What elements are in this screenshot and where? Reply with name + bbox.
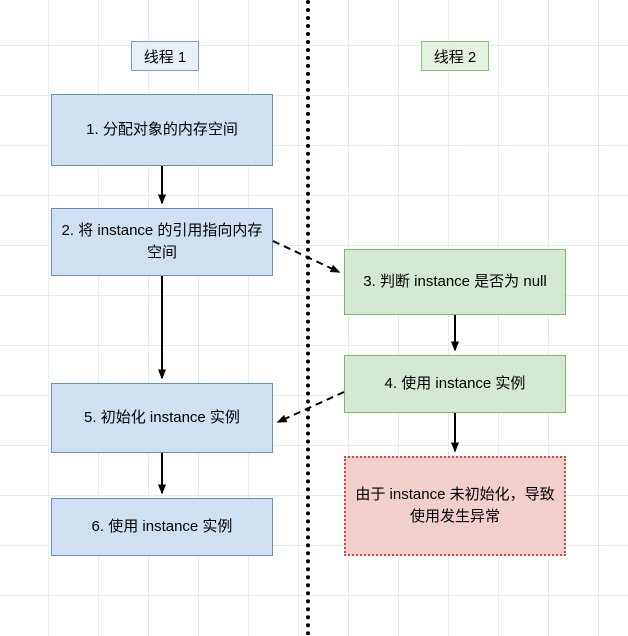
node-use-instance-thread1[interactable]: 6. 使用 instance 实例 xyxy=(51,498,273,556)
thread-divider-line xyxy=(306,0,310,636)
lane-title-thread-1: 线程 1 xyxy=(131,41,199,71)
node-point-reference-label: 2. 将 instance 的引用指向内存空间 xyxy=(61,222,263,261)
node-use-instance-thread2-label: 4. 使用 instance 实例 xyxy=(384,375,526,393)
node-initialize-instance-label: 5. 初始化 instance 实例 xyxy=(84,409,240,427)
node-use-instance-thread2[interactable]: 4. 使用 instance 实例 xyxy=(344,355,566,413)
node-exception[interactable]: 由于 instance 未初始化，导致使用发生异常 xyxy=(344,456,566,556)
node-exception-label: 由于 instance 未初始化，导致使用发生异常 xyxy=(355,486,555,525)
lane-title-thread-1-label: 线程 1 xyxy=(143,48,187,66)
edge-4-to-5-dashed xyxy=(276,391,345,423)
node-use-instance-thread1-label: 6. 使用 instance 实例 xyxy=(91,518,233,536)
lane-title-thread-2: 线程 2 xyxy=(421,41,489,71)
node-check-null-label: 3. 判断 instance 是否为 null xyxy=(363,273,547,291)
node-allocate-memory-label: 1. 分配对象的内存空间 xyxy=(86,121,238,139)
node-allocate-memory[interactable]: 1. 分配对象的内存空间 xyxy=(51,94,273,166)
node-initialize-instance[interactable]: 5. 初始化 instance 实例 xyxy=(51,383,273,453)
node-point-reference[interactable]: 2. 将 instance 的引用指向内存空间 xyxy=(51,208,273,276)
lane-title-thread-2-label: 线程 2 xyxy=(433,48,477,66)
node-check-null[interactable]: 3. 判断 instance 是否为 null xyxy=(344,249,566,315)
